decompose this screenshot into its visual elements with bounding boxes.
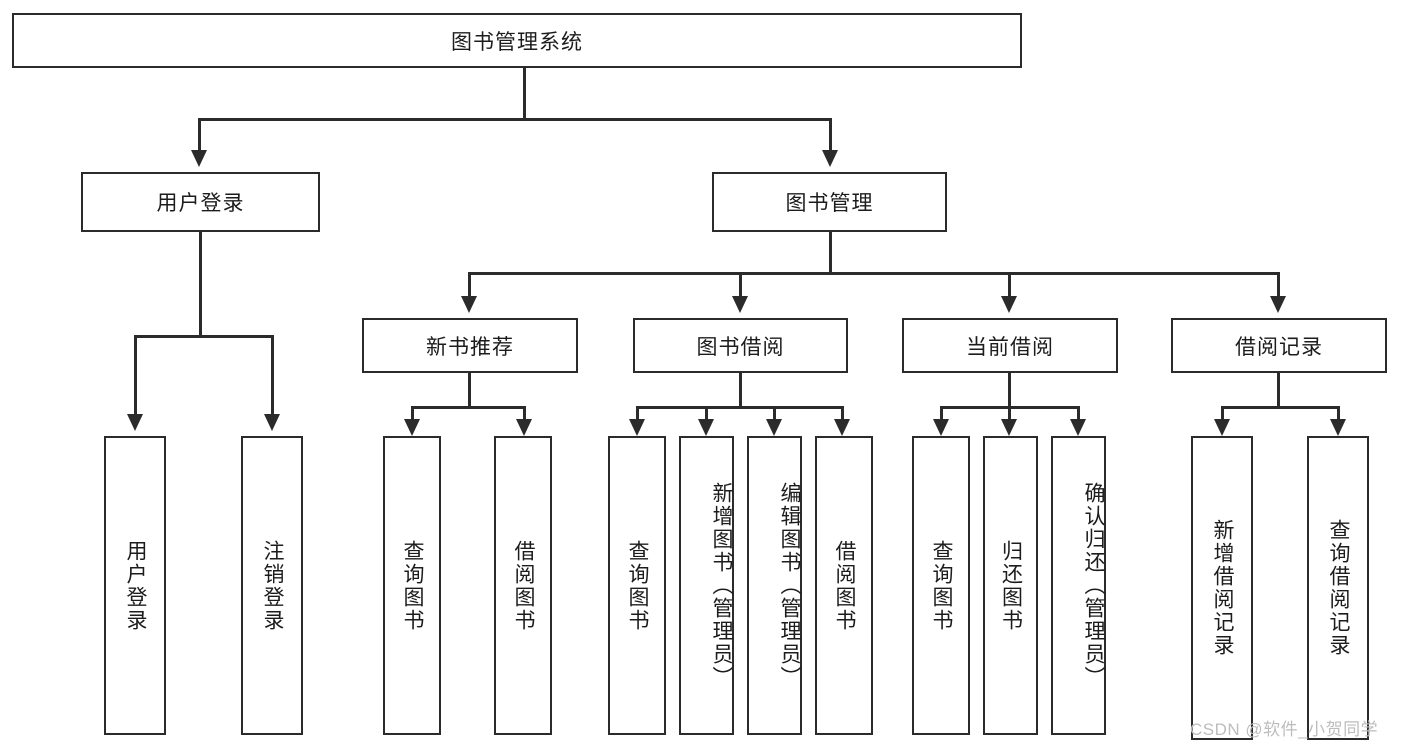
edge-drop-borrow-record bbox=[1277, 272, 1280, 297]
edge-borrow-record-child2 bbox=[1337, 406, 1340, 420]
arrow-leaf-query-book-3 bbox=[933, 419, 949, 436]
edge-user-login-child2 bbox=[271, 335, 274, 415]
node-label: 借阅图书 bbox=[512, 539, 536, 632]
edge-drop-book-manage bbox=[829, 118, 832, 151]
arrow-leaf-edit-book bbox=[766, 419, 782, 436]
leaf-user-login[interactable]: 用户登录 bbox=[104, 436, 166, 735]
node-label: 归还图书 bbox=[999, 539, 1023, 632]
node-borrow-record[interactable]: 借阅记录 bbox=[1171, 318, 1387, 373]
node-label: 查询图书 bbox=[626, 539, 650, 632]
edge-current-borrow-child3 bbox=[1077, 406, 1080, 420]
arrow-leaf-borrow-book-1 bbox=[516, 419, 532, 436]
edge-current-borrow-child2 bbox=[1008, 406, 1011, 420]
edge-book-borrow-stem bbox=[739, 373, 742, 409]
arrow-leaf-query-book-2 bbox=[629, 419, 645, 436]
edge-drop-book-borrow bbox=[739, 272, 742, 297]
edge-borrow-record-child1 bbox=[1221, 406, 1224, 420]
arrow-leaf-user-login bbox=[127, 414, 143, 431]
arrow-borrow-record bbox=[1270, 296, 1286, 313]
arrow-leaf-add-book bbox=[698, 419, 714, 436]
edge-book-borrow-child2 bbox=[705, 406, 708, 420]
node-label: 图书管理系统 bbox=[451, 30, 583, 54]
edge-book-manage-stem bbox=[829, 232, 832, 274]
leaf-borrow-book[interactable]: 借阅图书 bbox=[815, 436, 873, 735]
node-label: 图书管理 bbox=[785, 192, 874, 215]
csdn-watermark: CSDN @软件_小贺同学 bbox=[1190, 720, 1379, 739]
leaf-borrow-book-recommend[interactable]: 借阅图书 bbox=[494, 436, 552, 735]
node-root-system[interactable]: 图书管理系统 bbox=[12, 13, 1022, 68]
leaf-return-book[interactable]: 归还图书 bbox=[983, 436, 1038, 735]
node-new-book-recommend[interactable]: 新书推荐 bbox=[362, 318, 578, 373]
edge-level2-bus bbox=[468, 272, 1280, 275]
node-label: 新增图书（管理员） bbox=[710, 482, 733, 689]
edge-drop-user-login bbox=[198, 118, 201, 151]
node-current-borrow[interactable]: 当前借阅 bbox=[902, 318, 1118, 373]
arrow-book-borrow bbox=[732, 296, 748, 313]
leaf-logout[interactable]: 注销登录 bbox=[241, 436, 303, 735]
arrow-leaf-borrow-book-2 bbox=[834, 419, 850, 436]
edge-book-borrow-child1 bbox=[636, 406, 639, 420]
node-label: 查询图书 bbox=[401, 539, 425, 632]
leaf-edit-book-admin[interactable]: 编辑图书（管理员） bbox=[747, 436, 802, 735]
edge-new-book-child1 bbox=[411, 406, 414, 420]
node-label: 注销登录 bbox=[261, 539, 285, 632]
edge-root-stem bbox=[523, 68, 526, 118]
edge-level1-bus bbox=[198, 118, 832, 121]
edge-borrow-record-bus bbox=[1221, 406, 1340, 409]
edge-new-book-child2 bbox=[523, 406, 526, 420]
edge-book-borrow-child4 bbox=[841, 406, 844, 420]
leaf-query-book-current[interactable]: 查询图书 bbox=[912, 436, 970, 735]
edge-new-book-bus bbox=[411, 406, 526, 409]
node-book-borrow[interactable]: 图书借阅 bbox=[633, 318, 848, 373]
node-label: 借阅记录 bbox=[1235, 335, 1323, 359]
node-label: 查询图书 bbox=[930, 539, 954, 632]
node-user-login[interactable]: 用户登录 bbox=[81, 172, 320, 232]
node-label: 确认归还（管理员） bbox=[1082, 482, 1105, 689]
node-label: 新书推荐 bbox=[426, 335, 514, 359]
leaf-confirm-return-admin[interactable]: 确认归还（管理员） bbox=[1051, 436, 1106, 735]
arrow-leaf-confirm-return bbox=[1070, 419, 1086, 436]
node-label: 新增借阅记录 bbox=[1211, 519, 1235, 657]
edge-current-borrow-stem bbox=[1008, 373, 1011, 409]
edge-drop-current-borrow bbox=[1008, 272, 1011, 297]
node-label: 当前借阅 bbox=[966, 335, 1054, 359]
node-book-manage[interactable]: 图书管理 bbox=[712, 172, 947, 232]
edge-new-book-stem bbox=[468, 373, 471, 409]
edge-user-login-bus bbox=[134, 335, 274, 338]
leaf-query-book-recommend[interactable]: 查询图书 bbox=[383, 436, 441, 735]
arrow-leaf-query-book-1 bbox=[404, 419, 420, 436]
edge-book-borrow-child3 bbox=[773, 406, 776, 420]
leaf-query-borrow-record[interactable]: 查询借阅记录 bbox=[1307, 436, 1369, 740]
arrow-new-book-recommend bbox=[461, 296, 477, 313]
arrow-current-borrow bbox=[1001, 296, 1017, 313]
arrow-leaf-logout bbox=[264, 414, 280, 431]
node-label: 查询借阅记录 bbox=[1327, 519, 1351, 657]
node-label: 用户登录 bbox=[124, 539, 148, 632]
leaf-add-book-admin[interactable]: 新增图书（管理员） bbox=[679, 436, 734, 735]
leaf-query-book-borrow[interactable]: 查询图书 bbox=[608, 436, 666, 735]
edge-drop-new-book bbox=[468, 272, 471, 297]
edge-current-borrow-child1 bbox=[940, 406, 943, 420]
node-label: 图书借阅 bbox=[696, 335, 785, 359]
leaf-add-borrow-record[interactable]: 新增借阅记录 bbox=[1191, 436, 1253, 740]
arrow-book-manage bbox=[822, 150, 838, 167]
edge-borrow-record-stem bbox=[1277, 373, 1280, 409]
arrow-leaf-query-record bbox=[1330, 419, 1346, 436]
node-label: 用户登录 bbox=[156, 192, 245, 215]
edge-user-login-child1 bbox=[134, 335, 137, 415]
arrow-leaf-add-record bbox=[1214, 419, 1230, 436]
edge-user-login-stem bbox=[199, 232, 202, 335]
arrow-user-login bbox=[191, 150, 207, 167]
node-label: 借阅图书 bbox=[833, 539, 857, 632]
node-label: 编辑图书（管理员） bbox=[778, 482, 801, 689]
edge-book-borrow-bus bbox=[636, 406, 844, 409]
arrow-leaf-return-book bbox=[1001, 419, 1017, 436]
